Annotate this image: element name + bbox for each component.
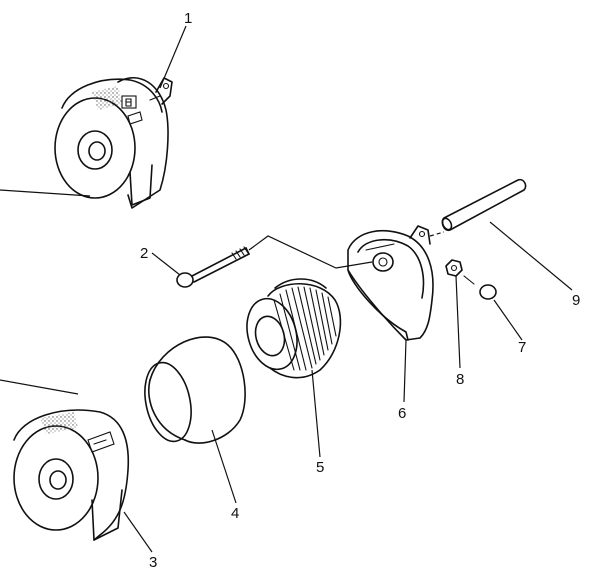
callout-7: 7 (518, 339, 526, 356)
leader-lines (123, 25, 573, 553)
callout-1: 1 (184, 10, 192, 27)
paper-element (246, 278, 342, 379)
nut (445, 259, 463, 277)
o-ring (463, 275, 497, 300)
callout-9: 9 (572, 292, 580, 309)
callout-labels: 1 2 3 4 5 6 7 8 9 (140, 10, 580, 571)
air-cleaner-base (347, 225, 445, 341)
bolt-alignment-line (248, 235, 373, 269)
callout-3: 3 (149, 554, 157, 571)
foam-element (144, 336, 246, 444)
air-cleaner-assembly (0, 77, 173, 209)
air-cleaner-cover (0, 379, 130, 541)
callout-8: 8 (456, 371, 464, 388)
callout-5: 5 (316, 459, 324, 476)
callout-2: 2 (140, 245, 148, 262)
callout-4: 4 (231, 505, 239, 522)
bolt (176, 246, 250, 288)
breather-tube (441, 178, 527, 232)
callout-6: 6 (398, 405, 406, 422)
